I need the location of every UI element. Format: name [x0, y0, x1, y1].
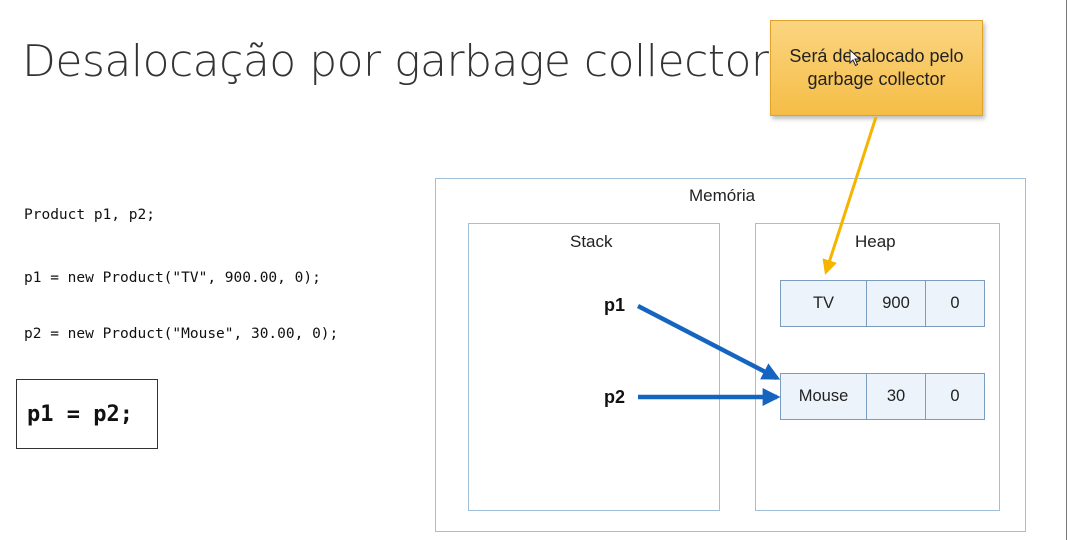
- object-name-cell: Mouse: [781, 374, 867, 419]
- object-quantity-cell: 0: [950, 387, 960, 405]
- code-line-declaration: Product p1, p2;: [24, 207, 155, 223]
- stack-var-p2: p2: [604, 387, 626, 407]
- heap-label: Heap: [855, 232, 896, 251]
- object-name-cell: TV: [781, 281, 867, 326]
- assignment-code: p1 = p2;: [27, 401, 133, 427]
- heap-object-mouse: Mouse 30 0: [780, 373, 985, 420]
- garbage-collector-callout: Será desalocado pelo garbage collector: [770, 20, 983, 116]
- heap-box: [755, 223, 1000, 511]
- memory-label: Memória: [689, 186, 756, 205]
- object-price-cell: 30: [867, 374, 926, 419]
- stack-label: Stack: [570, 232, 613, 251]
- code-line-p1-assignment: p1 = new Product("TV", 900.00, 0);: [24, 270, 321, 286]
- mouse-cursor-icon: [849, 49, 861, 67]
- slide-title: Desalocação por garbage collector: [22, 36, 769, 87]
- heap-object-tv: TV 900 0: [780, 280, 985, 327]
- object-quantity-cell: 0: [950, 294, 960, 312]
- highlighted-assignment-box: p1 = p2;: [16, 379, 158, 449]
- object-price-cell: 900: [867, 281, 926, 326]
- stack-var-p1: p1: [604, 295, 626, 315]
- code-line-p2-assignment: p2 = new Product("Mouse", 30.00, 0);: [24, 326, 339, 342]
- memory-box: [435, 178, 1026, 532]
- stack-box: [468, 223, 720, 511]
- slide-edge: [1066, 0, 1067, 540]
- callout-text: Será desalocado pelo garbage collector: [789, 46, 964, 89]
